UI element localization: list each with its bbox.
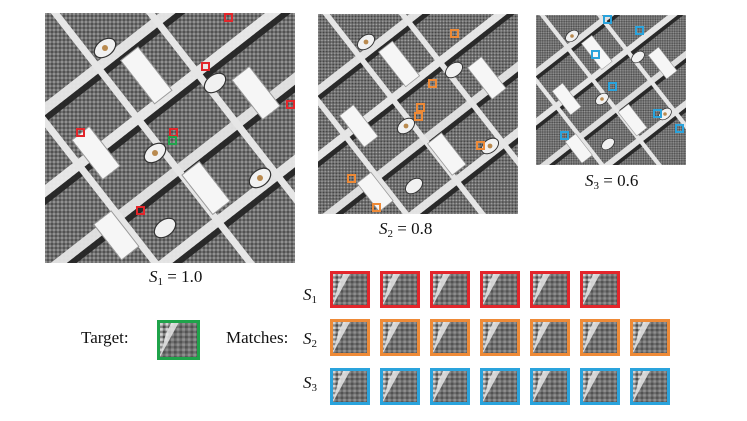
match-patch-s2 [580, 319, 620, 356]
match-patch-s2 [530, 319, 570, 356]
match-marker-s3 [675, 124, 684, 133]
match-marker-s1 [201, 62, 210, 71]
match-marker-s1 [286, 100, 295, 109]
match-patch-s3 [630, 368, 670, 405]
match-patch-s1 [480, 271, 520, 308]
target-label: Target: [81, 328, 129, 347]
row-label-s3: S3 [303, 373, 317, 394]
scale-caption-s3: S3 = 0.6 [585, 171, 639, 192]
scale-image-s2 [318, 14, 518, 214]
match-patch-s1 [580, 271, 620, 308]
match-patch-s3 [580, 368, 620, 405]
match-patch-s3 [380, 368, 420, 405]
match-marker-s2 [476, 141, 485, 150]
match-marker-s1 [76, 128, 85, 137]
scale-caption-s1: S1 = 1.0 [149, 267, 203, 288]
match-patch-s3 [430, 368, 470, 405]
match-marker-s3 [653, 109, 662, 118]
target-patch [157, 320, 200, 360]
match-patch-s2 [630, 319, 670, 356]
scale-caption-s2: S2 = 0.8 [379, 219, 433, 240]
match-marker-s2 [428, 79, 437, 88]
match-marker-s2 [347, 174, 356, 183]
row-label-s2: S2 [303, 329, 317, 350]
match-patch-s3 [330, 368, 370, 405]
match-patch-s1 [330, 271, 370, 308]
match-marker-s2 [372, 203, 381, 212]
target-marker [168, 136, 177, 145]
match-patch-s1 [380, 271, 420, 308]
match-patch-s2 [330, 319, 370, 356]
match-marker-s2 [450, 29, 459, 38]
match-marker-s1 [136, 206, 145, 215]
match-marker-s3 [591, 50, 600, 59]
match-patch-s1 [430, 271, 470, 308]
match-marker-s3 [608, 82, 617, 91]
matches-label: Matches: [226, 328, 289, 347]
match-marker-s3 [603, 15, 612, 24]
match-patch-s1 [530, 271, 570, 308]
match-marker-s3 [635, 26, 644, 35]
match-marker-s3 [560, 131, 569, 140]
match-patch-s3 [530, 368, 570, 405]
match-marker-s1 [224, 13, 233, 22]
row-label-s1: S1 [303, 285, 317, 306]
scale-image-s1 [45, 13, 295, 263]
match-patch-s2 [480, 319, 520, 356]
match-patch-s2 [380, 319, 420, 356]
match-patch-s3 [480, 368, 520, 405]
match-marker-s2 [414, 112, 423, 121]
match-marker-s2 [416, 103, 425, 112]
match-patch-s2 [430, 319, 470, 356]
